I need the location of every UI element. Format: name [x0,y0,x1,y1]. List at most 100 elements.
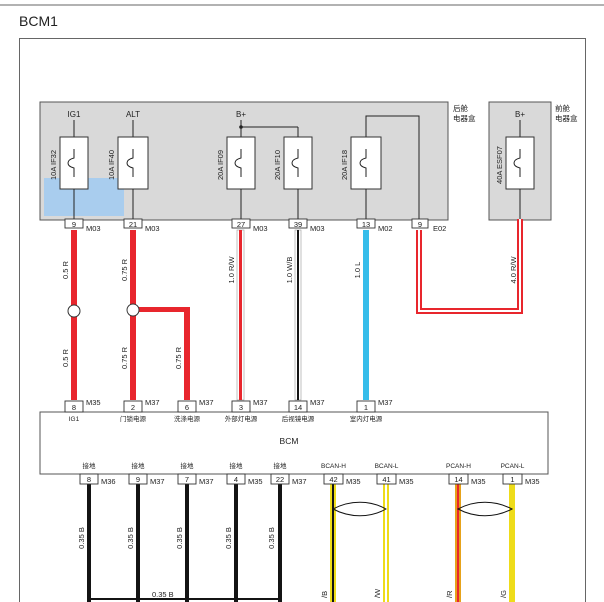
pin-number: 27 [237,220,245,229]
pin-number: 13 [362,220,370,229]
fuse-if09-supply: B+ [236,110,246,119]
fuse-alt: ALT 10A IF40 [107,110,149,219]
connector-id: M35 [346,477,361,486]
pin-number: 6 [185,403,189,412]
pin-number: 8 [72,403,76,412]
connector-id: M37 [199,398,214,407]
wire-spec-label: 0.35 B [175,527,184,549]
bcm-input-pins: 8 M35 IG1 2 M37 门锁电源 6 M37 洗涤电源 3 M37 外部… [64,398,393,423]
pin-number: 1 [364,403,368,412]
fuse-alt-supply: ALT [126,110,140,119]
wire-spec-label: 0.35 B [224,527,233,549]
signal-name: 接地 [230,461,244,470]
fuse-if10-rating: 20A IF10 [273,150,282,180]
pin-number: 42 [329,475,337,484]
top-connector-pins: 9 M03 21 M03 27 M03 39 M03 13 M02 9 E02 [64,218,446,233]
connector-id: M35 [399,477,414,486]
connector-id: M35 [525,477,540,486]
rear-box-label: 后舱电器盒 [453,103,476,123]
fuse-if18-rating: 20A IF18 [340,150,349,180]
fuse-if18: 20A IF18 [340,115,420,219]
wire-spec-label: 0.75 R [120,346,129,369]
fuse-esf07-rating: 40A ESF07 [495,146,504,184]
fuse-if10: 20A IF10 [273,127,313,219]
connector-id: M35 [471,477,486,486]
signal-name: IG1 [69,416,80,423]
fuse-esf07-supply: B+ [515,110,525,119]
wire-color-code: /B [320,591,329,598]
ground-wires: 0.35 B [87,484,282,602]
wire-spec-label: 4.0 R/W [509,256,518,284]
connector-id: M03 [86,224,101,233]
wire-spec-label: 0.5 R [61,260,70,279]
signal-name: PCAN-H [446,463,471,470]
wire-color-code: /G [499,590,508,598]
connector-id: M03 [253,224,268,233]
fuse-if09: B+ 20A IF09 [216,110,298,219]
ground-bus-label: 0.35 B [152,590,174,599]
fuse-ig1-supply: IG1 [68,110,81,119]
pin-number: 9 [136,475,140,484]
wire-color-code: /W [373,588,382,598]
connector-id: M35 [248,477,263,486]
wire-spec-label: 1.0 L [353,262,362,279]
connector-id: M03 [145,224,160,233]
wire-spec-label: 1.0 W/B [285,257,294,284]
signal-name: 外部灯电源 [225,414,258,423]
bottom-wire-codes: /B /W /R /G [320,588,508,598]
signal-name: 接地 [181,461,195,470]
signal-name: 室内灯电源 [350,414,383,423]
wire-spec-label: 0.35 B [267,527,276,549]
pin-number: 41 [382,475,390,484]
connector-id: E02 [433,224,446,233]
fuse-if09-rating: 20A IF09 [216,150,225,180]
fuse-ig1-rating: 10A IF32 [49,150,58,180]
pin-number: 4 [234,475,238,484]
connector-id: M37 [199,477,214,486]
pin-number: 14 [454,475,462,484]
wire-spec-label: 0.75 R [120,258,129,281]
bcm-label: BCM [280,436,299,446]
bcm-module [39,411,549,475]
fuse-alt-rating: 10A IF40 [107,150,116,180]
connector-id: M37 [253,398,268,407]
signal-name: 洗涤电源 [174,414,201,423]
pin-number: 21 [129,220,137,229]
signal-name: 接地 [132,461,146,470]
pin-number: 3 [239,403,243,412]
bcan-wires [330,484,389,602]
wire-spec-labels: 0.5 R 0.5 R 0.75 R 0.75 R 0.75 R 1.0 R/W… [61,256,518,549]
connector-id: M35 [86,398,101,407]
wire-spec-label: 0.75 R [174,346,183,369]
wire-front-feed [416,219,523,314]
wire-interior-lamp [363,230,369,400]
connector-id: M37 [145,398,160,407]
wire-spec-label: 0.5 R [61,348,70,367]
connector-id: M36 [101,477,116,486]
connector-id: M37 [150,477,165,486]
pcan-wires [455,484,515,602]
front-box-label: 前舱电器盒 [555,103,578,123]
connector-id: M37 [292,477,307,486]
fuse-esf07: B+ 40A ESF07 [495,110,535,219]
signal-name: BCAN-L [375,463,399,470]
diagram-title: BCM1 [19,13,58,29]
signal-name: 接地 [274,461,288,470]
pin-number: 8 [87,475,91,484]
pin-number: 39 [294,220,302,229]
wire-alt [126,230,190,400]
signal-name: 接地 [83,461,97,470]
wire-ig1 [67,230,81,400]
fuse-ig1: IG1 10A IF32 [49,110,89,219]
wire-spec-label: 0.35 B [126,527,135,549]
pin-number: 9 [418,220,422,229]
signal-name: BCAN-H [321,463,346,470]
pin-number: 1 [510,475,514,484]
signal-name: 门锁电源 [120,414,147,423]
pin-number: 14 [294,403,302,412]
pin-number: 22 [276,475,284,484]
wire-spec-label: 0.35 B [77,527,86,549]
signal-name: PCAN-L [501,463,525,470]
